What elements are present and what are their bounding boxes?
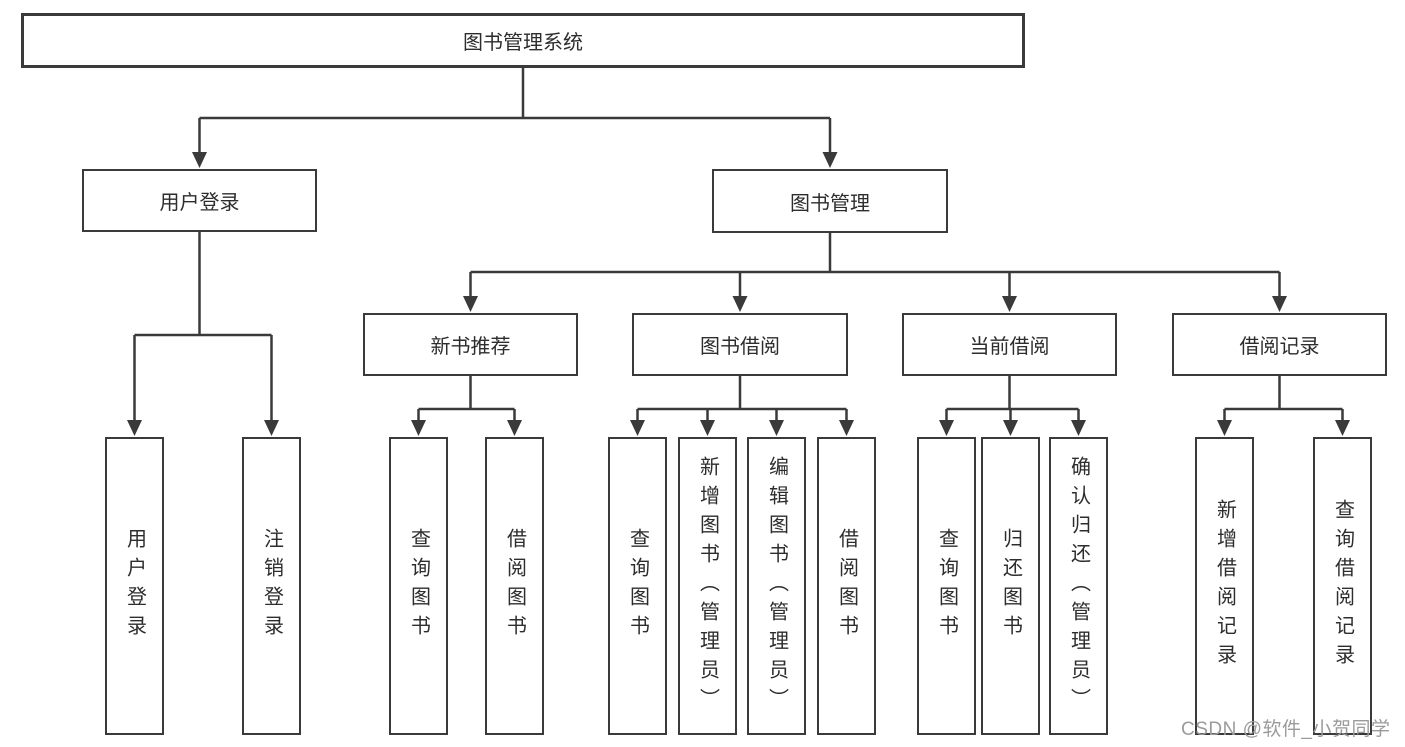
watermark-text: CSDN @软件_小贺同学 [1181,719,1391,740]
node-library-management-system: 图书管理系统 [21,13,1025,68]
leaf-cb-query-books: 查询图书 [917,437,976,735]
leaf-bb-borrow-books: 借阅图书 [817,437,876,735]
leaf-label: 新增借阅记录 [1213,499,1236,673]
leaf-label: 借阅图书 [835,528,858,644]
node-user-login: 用户登录 [82,169,317,232]
leaf-label: 查询图书 [626,528,649,644]
leaf-label: 查询图书 [935,528,958,644]
leaf-label: 注销登录 [260,528,283,644]
leaf-label: 归还图书 [999,528,1022,644]
leaf-bb-add-books-admin: 新增图书（管理员） [678,437,737,735]
node-book-borrowing: 图书借阅 [632,313,848,376]
node-book-management: 图书管理 [712,169,948,233]
leaf-br-query-record: 查询借阅记录 [1313,437,1372,735]
leaf-br-add-record: 新增借阅记录 [1195,437,1254,735]
leaf-nb-borrow-books: 借阅图书 [485,437,544,735]
leaf-bb-edit-books-admin: 编辑图书（管理员） [747,437,806,735]
leaf-bb-query-books: 查询图书 [608,437,667,735]
node-borrowing-records: 借阅记录 [1172,313,1387,376]
leaf-label: 借阅图书 [503,528,526,644]
leaf-logout: 注销登录 [242,437,301,735]
leaf-user-login: 用户登录 [105,437,164,735]
leaf-label: 新增图书（管理员） [696,455,719,717]
leaf-nb-query-books: 查询图书 [389,437,448,735]
leaf-cb-confirm-return-admin: 确认归还（管理员） [1049,437,1108,735]
node-new-book-recommendation: 新书推荐 [363,313,578,376]
node-current-borrowing: 当前借阅 [902,313,1117,376]
leaf-label: 用户登录 [123,528,146,644]
leaf-label: 编辑图书（管理员） [765,455,788,717]
leaf-label: 确认归还（管理员） [1067,455,1090,717]
leaf-cb-return-books: 归还图书 [981,437,1040,735]
leaf-label: 查询借阅记录 [1331,499,1354,673]
leaf-label: 查询图书 [407,528,430,644]
